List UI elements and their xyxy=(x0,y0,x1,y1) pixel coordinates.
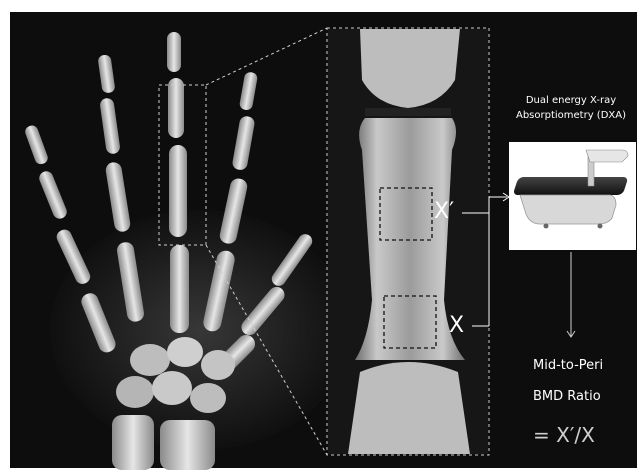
result-line2: BMD Ratio xyxy=(533,389,601,404)
result-line1: Mid-to-Peri xyxy=(533,358,603,373)
zoom-line-top xyxy=(206,28,327,85)
result-formula: = X′/X xyxy=(533,423,595,447)
down-arrow-icon xyxy=(567,252,575,337)
label-x-prime: X′ xyxy=(434,199,454,224)
middle-finger-bones xyxy=(167,32,189,333)
hand-xray-image xyxy=(24,32,350,470)
forearm-bones xyxy=(112,415,215,470)
label-x: X xyxy=(449,313,464,338)
dxa-title-line2: Absorptiometry (DXA) xyxy=(503,110,639,121)
magnified-phalanx xyxy=(328,29,488,454)
dxa-scanner-icon xyxy=(509,142,636,250)
dxa-title-line1: Dual energy X-ray xyxy=(508,95,634,106)
